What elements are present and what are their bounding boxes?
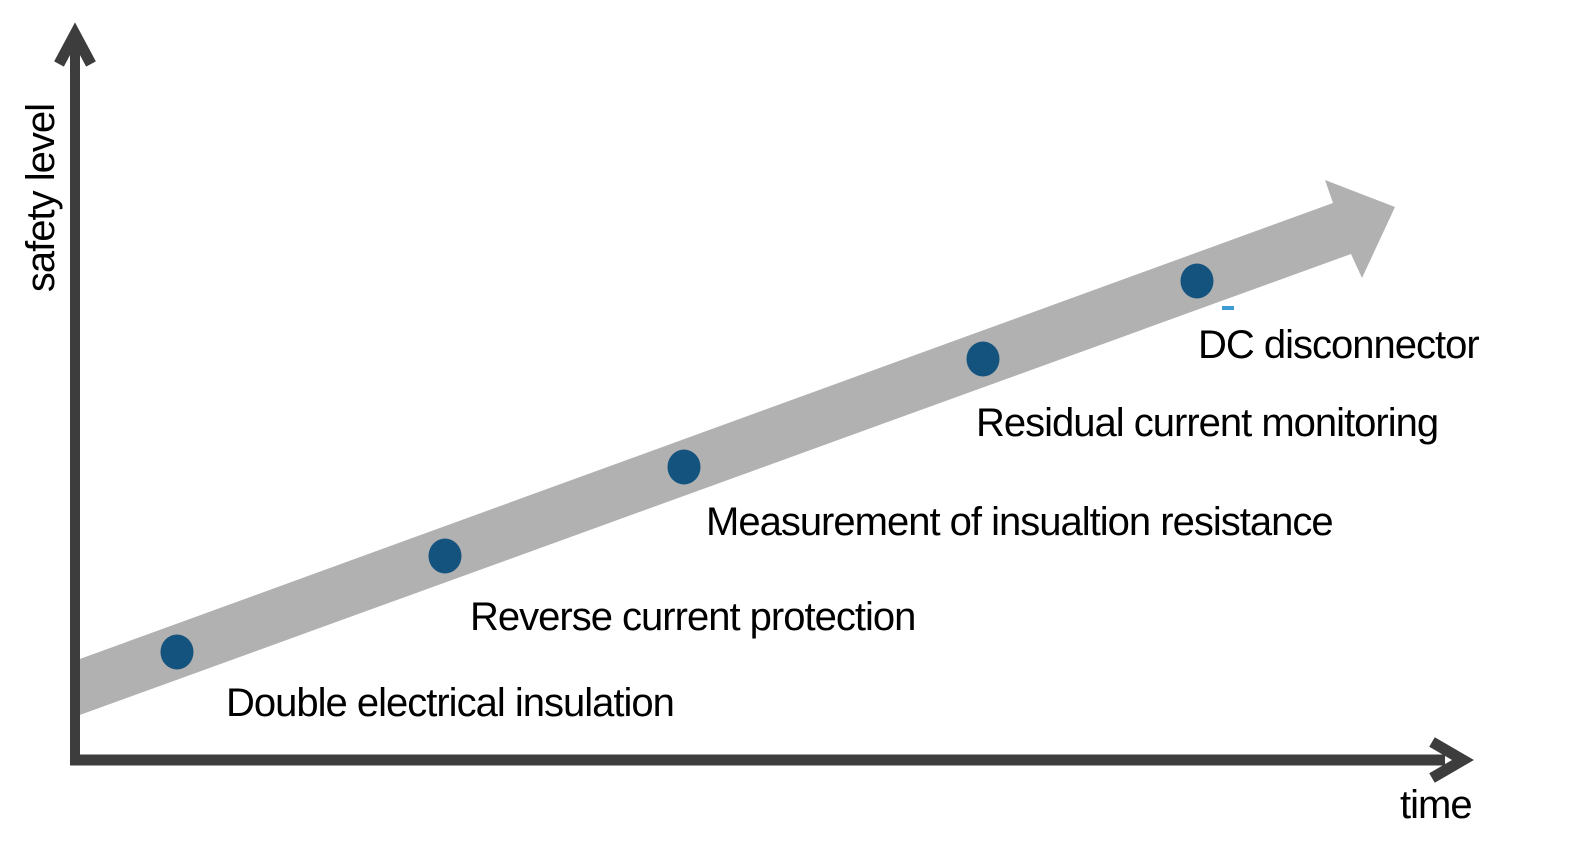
milestone-label-reverse-current-protection: Reverse current protection [470, 595, 916, 639]
milestone-label-residual-current-monitoring: Residual current monitoring [976, 401, 1439, 445]
x-axis-arrowhead-icon [1429, 737, 1474, 783]
y-axis-label: safety level [19, 103, 63, 293]
milestone-label-dc-disconnector: DC disconnector [1198, 323, 1480, 367]
milestone-dot-1 [160, 634, 194, 670]
milestone-dot-3 [667, 449, 701, 485]
y-axis-arrowhead-icon [54, 22, 96, 67]
trend-arrow-band [77, 180, 1395, 716]
milestone-dot-5 [1180, 263, 1214, 299]
x-axis-label: time [1400, 783, 1473, 827]
milestone-dot-2 [428, 538, 462, 574]
milestone-dot-4 [966, 341, 1000, 377]
milestone-label-double-electrical-insulation: Double electrical insulation [226, 681, 675, 725]
artifact-dash [1222, 306, 1234, 310]
milestone-label-measurement-of-insulation-resistance: Measurement of insualtion resistance [706, 500, 1334, 544]
